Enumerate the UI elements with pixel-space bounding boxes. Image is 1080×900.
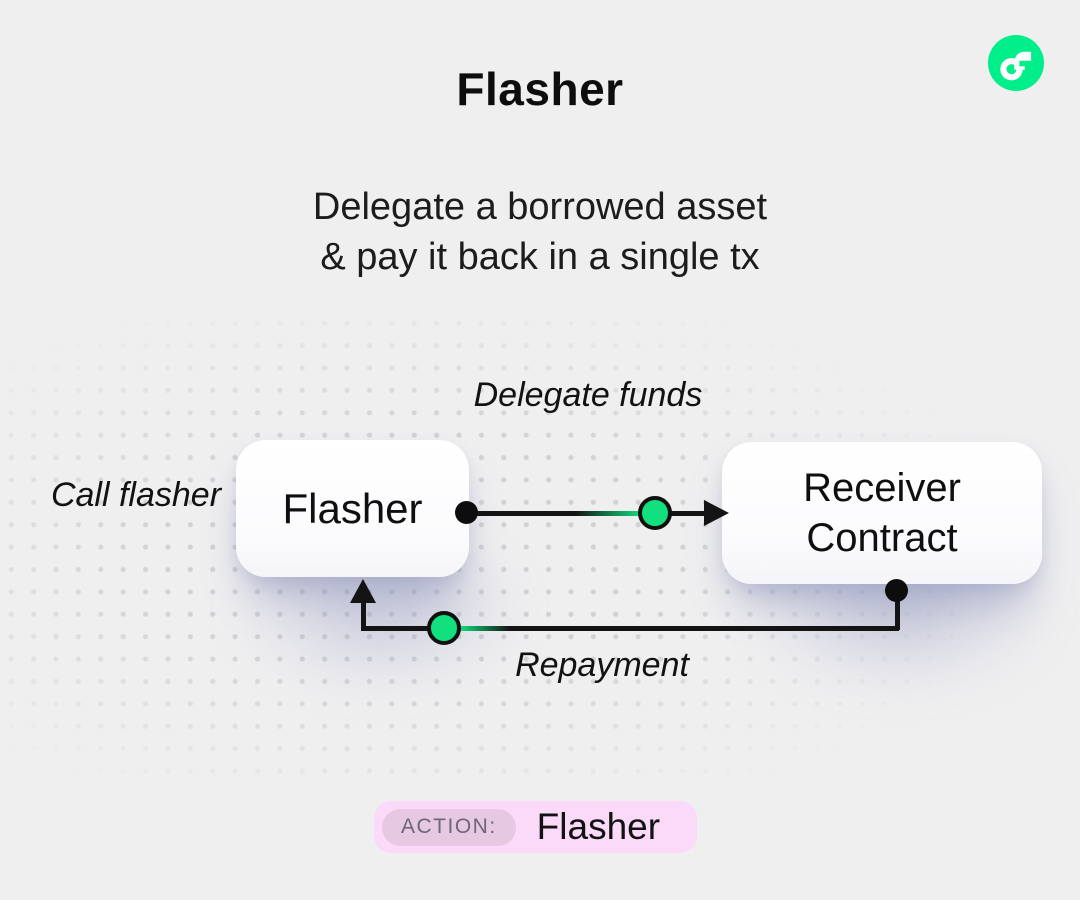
action-badge: ACTION:: [382, 808, 516, 846]
action-bar: ACTION: Flasher: [374, 801, 697, 853]
label-call-flasher: Call flasher: [50, 476, 222, 514]
node-flasher: Flasher: [236, 440, 469, 577]
node-receiver-label: Receiver Contract: [803, 466, 961, 560]
edge-delegate-line-end: [648, 511, 708, 516]
flow-logo-icon: [988, 35, 1044, 91]
edge-repayment-gradient: [459, 626, 514, 631]
repayment-marker-dot: [427, 611, 461, 645]
edge-repayment-up-line: [361, 598, 366, 628]
edge-repayment-down-line: [895, 589, 900, 630]
arrowhead-right-icon: [704, 500, 729, 526]
node-receiver-contract: Receiver Contract: [722, 442, 1042, 584]
action-value: Flasher: [536, 806, 661, 847]
edge-repayment-line: [361, 626, 899, 631]
arrowhead-up-icon: [350, 579, 376, 603]
repayment-start-dot: [885, 579, 908, 602]
label-repayment: Repayment: [515, 646, 689, 684]
page-subtitle: Delegate a borrowed asset & pay it back …: [312, 186, 768, 278]
label-delegate-funds: Delegate funds: [473, 376, 703, 414]
page-title: Flasher: [456, 63, 624, 115]
delegate-marker-dot: [638, 496, 672, 530]
edge-delegate-line: [467, 511, 642, 516]
edge-start-dot: [455, 501, 478, 524]
node-flasher-label: Flasher: [282, 484, 423, 532]
